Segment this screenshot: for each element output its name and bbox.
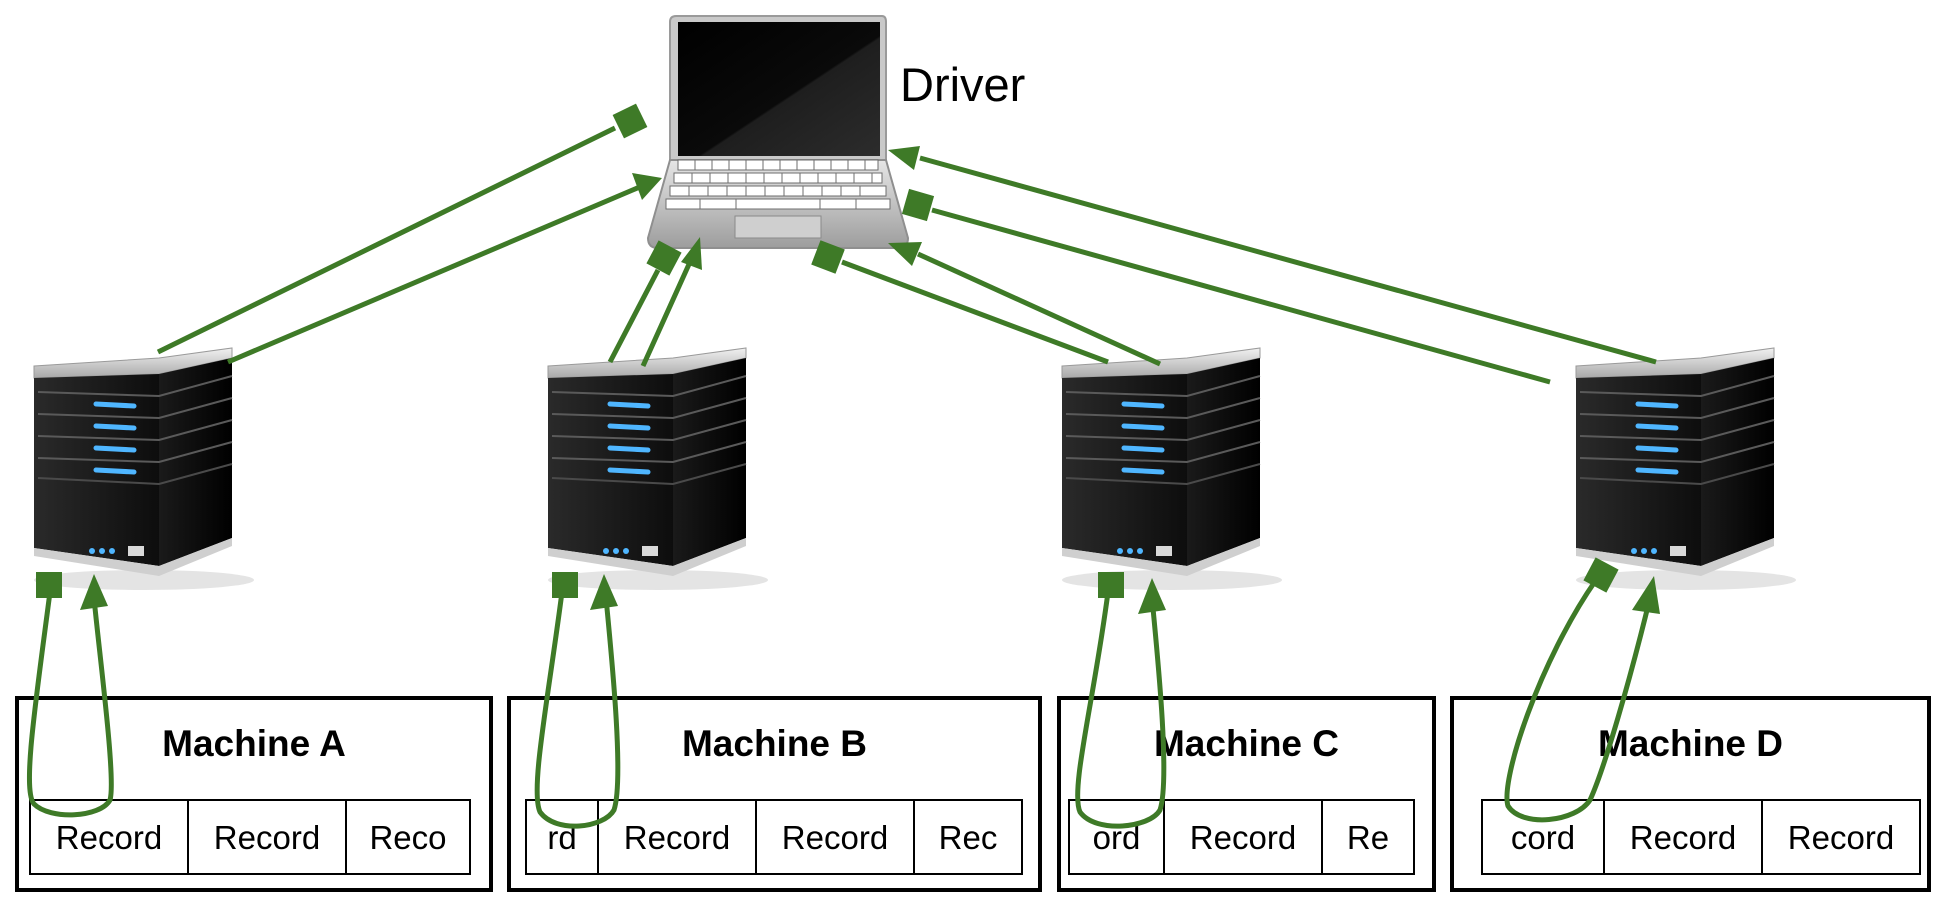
record-cell	[597, 799, 757, 875]
record-cell	[345, 799, 471, 875]
arrow-head-triangle	[1632, 576, 1660, 614]
record-label: Record	[1788, 819, 1894, 856]
arrow-head-square	[1098, 572, 1124, 598]
record-label: Record	[782, 819, 888, 856]
machine-title: Machine B	[682, 723, 867, 764]
arrow-head-triangle	[590, 574, 618, 610]
arrow-b-square	[607, 268, 661, 364]
loop-arrow-d	[1504, 578, 1653, 823]
machine-frame	[507, 696, 1042, 892]
record-cell	[755, 799, 915, 875]
arrow-head-square	[646, 240, 682, 276]
arrow-c-triangle	[916, 251, 1162, 367]
machine-frame	[1057, 696, 1436, 892]
arrow-head-triangle	[632, 173, 662, 200]
record-label: Rec	[939, 819, 998, 856]
loop-arrow-a	[26, 591, 114, 818]
arrow-head-square	[36, 572, 62, 598]
server-tower-icon	[1575, 347, 1796, 590]
record-label: Record	[624, 819, 730, 856]
machine-title: Machine A	[162, 723, 346, 764]
driver-laptop: Driver	[646, 15, 1025, 249]
machine-title: Machine D	[1598, 723, 1783, 764]
arrows-to-servers	[26, 557, 1660, 829]
arrow-head-triangle	[888, 242, 922, 266]
record-label: Reco	[369, 819, 446, 856]
record-cell	[1163, 799, 1323, 875]
record-cell	[913, 799, 1023, 875]
arrow-d-triangle	[919, 155, 1657, 365]
record-cell	[1761, 799, 1921, 875]
arrow-head-triangle	[681, 237, 702, 270]
record-label: Record	[214, 819, 320, 856]
server-tower-icon	[547, 347, 768, 590]
record-label: cord	[1511, 819, 1575, 856]
arrow-head-square	[811, 240, 845, 274]
machine-box-a: Machine A Record Record Reco	[15, 696, 493, 892]
machine-title: Machine C	[1154, 723, 1339, 764]
record-cell	[1481, 799, 1605, 875]
record-cell	[187, 799, 347, 875]
arrow-head-triangle	[888, 146, 920, 170]
record-label: Record	[1190, 819, 1296, 856]
server-tower-icon	[1061, 347, 1282, 590]
arrow-c-square	[841, 259, 1109, 365]
server-row	[33, 347, 1796, 590]
arrow-head-square	[552, 572, 578, 598]
arrow-a-triangle	[227, 183, 643, 365]
arrow-head-square	[612, 103, 648, 139]
arrow-d-square	[931, 207, 1551, 385]
arrow-b-triangle	[640, 260, 693, 368]
record-label: Record	[56, 819, 162, 856]
loop-arrow-c	[1075, 591, 1167, 829]
record-cell	[1068, 799, 1165, 875]
driver-label: Driver	[900, 58, 1025, 111]
arrow-a-square	[156, 125, 617, 355]
laptop-icon	[646, 15, 910, 249]
record-label: Record	[1630, 819, 1736, 856]
arrows-to-driver	[156, 103, 1657, 385]
machine-frame	[15, 696, 493, 892]
loop-arrow-b	[534, 591, 621, 829]
machine-frame	[1450, 696, 1931, 892]
arrow-head-square	[901, 188, 935, 222]
machine-box-d: Machine D cord Record Record	[1450, 696, 1931, 892]
record-cell	[1321, 799, 1415, 875]
record-label: Re	[1347, 819, 1389, 856]
arrow-head-square	[1583, 557, 1619, 593]
server-tower-icon	[33, 347, 254, 590]
arrow-head-triangle	[1138, 578, 1166, 614]
arrow-head-triangle	[80, 574, 108, 610]
